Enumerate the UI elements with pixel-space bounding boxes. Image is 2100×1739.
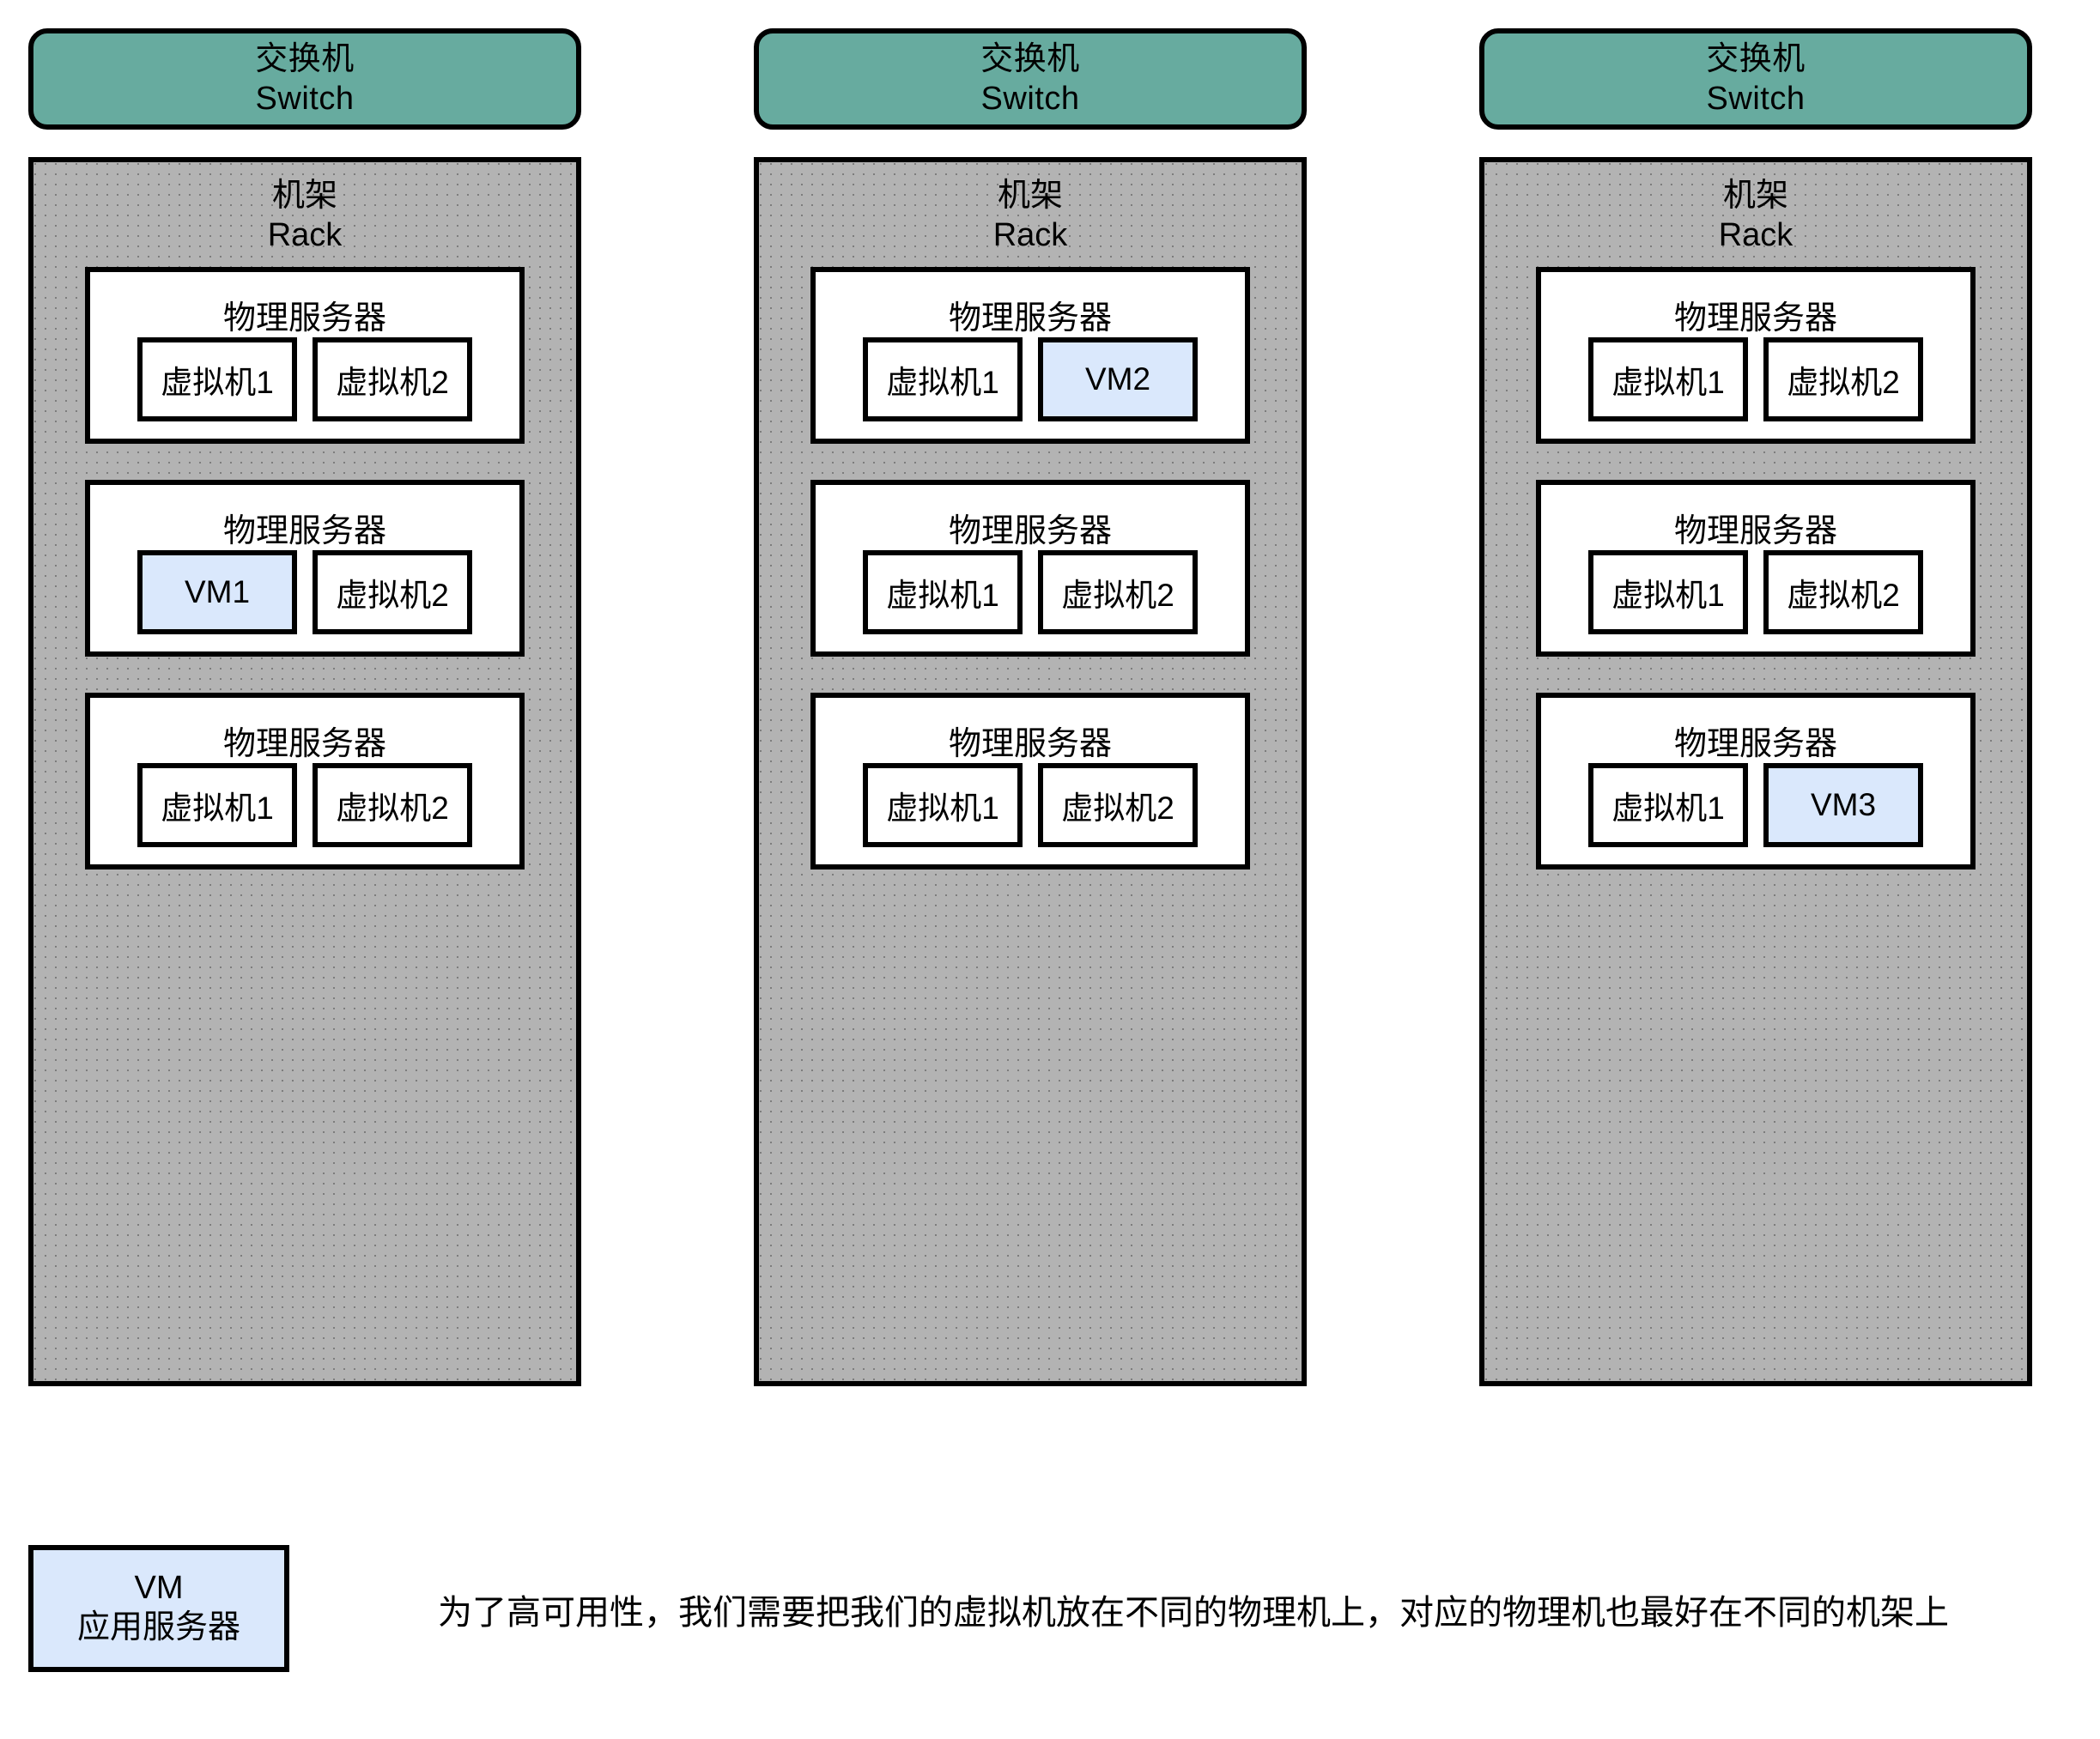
rack-box-1[interactable]: 机架 Rack 物理服务器 虚拟机1 虚拟机2 物理服务器 VM1 虚拟机2 物…	[28, 157, 581, 1386]
vm-box[interactable]: 虚拟机1	[1588, 337, 1748, 421]
physical-server-title: 物理服务器	[222, 513, 386, 549]
physical-server-box[interactable]: 物理服务器 虚拟机1 虚拟机2	[1536, 267, 1976, 444]
physical-server-title: 物理服务器	[948, 726, 1112, 762]
vm-box[interactable]: 虚拟机1	[863, 550, 1023, 634]
switch-label-en: Switch	[980, 81, 1080, 117]
physical-server-box[interactable]: 物理服务器 虚拟机1 VM2	[810, 267, 1250, 444]
physical-server-box[interactable]: 物理服务器 VM1 虚拟机2	[85, 480, 525, 657]
vm-box[interactable]: 虚拟机2	[1038, 763, 1198, 847]
vm-row: VM1 虚拟机2	[90, 550, 519, 634]
vm-box[interactable]: 虚拟机2	[1763, 550, 1923, 634]
rack-box-3[interactable]: 机架 Rack 物理服务器 虚拟机1 虚拟机2 物理服务器 虚拟机1 虚拟机2 …	[1479, 157, 2032, 1386]
vm-box[interactable]: 虚拟机2	[313, 337, 472, 421]
switch-label-en: Switch	[255, 81, 355, 117]
switch-box-2[interactable]: 交换机 Switch	[754, 28, 1307, 130]
physical-server-box[interactable]: 物理服务器 虚拟机1 虚拟机2	[85, 693, 525, 870]
physical-server-box[interactable]: 物理服务器 虚拟机1 VM3	[1536, 693, 1976, 870]
vm-row: 虚拟机1 虚拟机2	[816, 763, 1245, 847]
vm-box[interactable]: 虚拟机1	[137, 337, 297, 421]
physical-server-title: 物理服务器	[222, 300, 386, 336]
vm-row: 虚拟机1 虚拟机2	[1541, 550, 1970, 634]
switch-box-1[interactable]: 交换机 Switch	[28, 28, 581, 130]
rack-label-en: Rack	[1718, 217, 1793, 254]
vm-box-highlighted[interactable]: VM1	[137, 550, 297, 634]
vm-row: 虚拟机1 虚拟机2	[90, 763, 519, 847]
vm-box[interactable]: 虚拟机1	[137, 763, 297, 847]
rack-label-cn: 机架	[1722, 178, 1788, 214]
rack-label-cn: 机架	[997, 178, 1063, 214]
vm-box[interactable]: 虚拟机1	[863, 763, 1023, 847]
vm-box[interactable]: 虚拟机2	[313, 550, 472, 634]
vm-box[interactable]: 虚拟机2	[313, 763, 472, 847]
rack-label-cn: 机架	[271, 178, 337, 214]
switch-box-3[interactable]: 交换机 Switch	[1479, 28, 2032, 130]
physical-server-title: 物理服务器	[222, 726, 386, 762]
vm-box[interactable]: 虚拟机1	[863, 337, 1023, 421]
switch-label-cn: 交换机	[1706, 40, 1806, 77]
legend-vm-box: VM 应用服务器	[28, 1545, 289, 1672]
physical-server-title: 物理服务器	[1673, 513, 1837, 549]
rack-label-en: Rack	[267, 217, 343, 254]
diagram-caption: 为了高可用性，我们需要把我们的虚拟机放在不同的物理机上，对应的物理机也最好在不同…	[438, 1594, 1949, 1632]
vm-row: 虚拟机1 虚拟机2	[90, 337, 519, 421]
vm-box[interactable]: 虚拟机2	[1763, 337, 1923, 421]
vm-row: 虚拟机1 虚拟机2	[1541, 337, 1970, 421]
physical-server-box[interactable]: 物理服务器 虚拟机1 虚拟机2	[1536, 480, 1976, 657]
legend-label-app-server: 应用服务器	[76, 1609, 240, 1645]
vm-box[interactable]: 虚拟机1	[1588, 763, 1748, 847]
vm-box[interactable]: 虚拟机2	[1038, 550, 1198, 634]
vm-row: 虚拟机1 虚拟机2	[816, 550, 1245, 634]
rack-title: 机架 Rack	[759, 176, 1302, 256]
rack-title: 机架 Rack	[33, 176, 576, 256]
vm-row: 虚拟机1 VM3	[1541, 763, 1970, 847]
rack-label-en: Rack	[992, 217, 1068, 254]
legend-label-vm: VM	[134, 1570, 184, 1607]
physical-server-box[interactable]: 物理服务器 虚拟机1 虚拟机2	[810, 693, 1250, 870]
vm-box-highlighted[interactable]: VM3	[1763, 763, 1923, 847]
rack-title: 机架 Rack	[1484, 176, 2027, 256]
vm-box-highlighted[interactable]: VM2	[1038, 337, 1198, 421]
physical-server-title: 物理服务器	[1673, 300, 1837, 336]
physical-server-title: 物理服务器	[948, 300, 1112, 336]
vm-box[interactable]: 虚拟机1	[1588, 550, 1748, 634]
rack-box-2[interactable]: 机架 Rack 物理服务器 虚拟机1 VM2 物理服务器 虚拟机1 虚拟机2 物…	[754, 157, 1307, 1386]
physical-server-title: 物理服务器	[948, 513, 1112, 549]
switch-label-en: Switch	[1706, 81, 1806, 117]
physical-server-box[interactable]: 物理服务器 虚拟机1 虚拟机2	[85, 267, 525, 444]
physical-server-title: 物理服务器	[1673, 726, 1837, 762]
physical-server-box[interactable]: 物理服务器 虚拟机1 虚拟机2	[810, 480, 1250, 657]
switch-label-cn: 交换机	[980, 40, 1080, 77]
switch-label-cn: 交换机	[255, 40, 355, 77]
vm-row: 虚拟机1 VM2	[816, 337, 1245, 421]
